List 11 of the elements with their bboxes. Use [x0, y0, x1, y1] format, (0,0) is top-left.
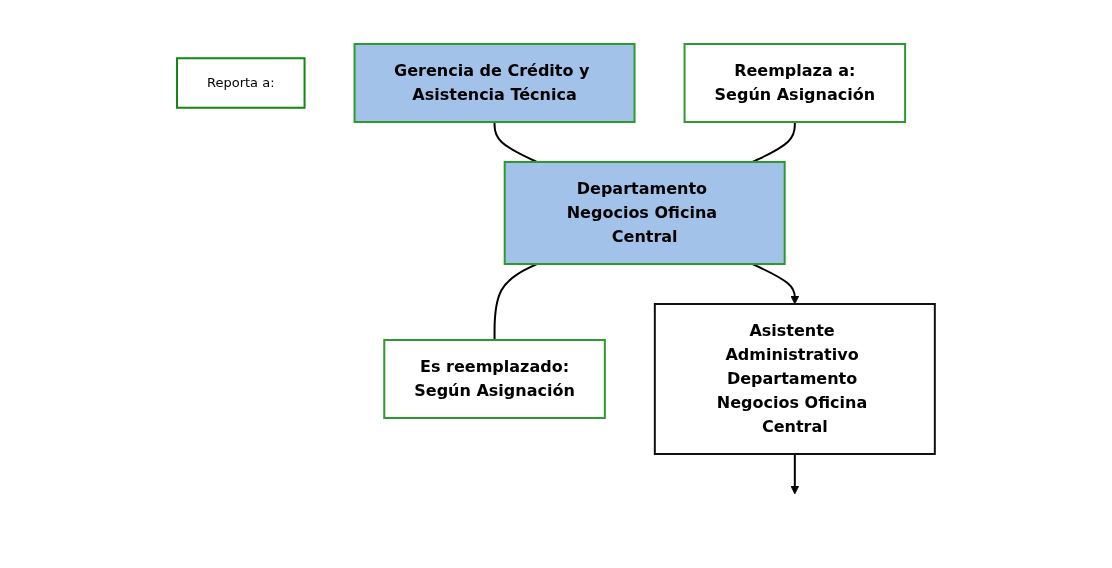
node-box: Asistente Administrativo Departamento Negocios Oficina Central: [653, 303, 936, 455]
connector: [493, 263, 538, 341]
node-box: Reporta a:: [176, 57, 306, 109]
node-box: Reemplaza a: Según Asignación: [683, 43, 907, 123]
node-box: Es reemplazado: Según Asignación: [383, 339, 606, 419]
arrow: [790, 453, 800, 495]
node-box: Departamento Negocios Oficina Central: [503, 161, 786, 265]
connector: [493, 121, 538, 163]
node-box: Gerencia de Crédito y Asistencia Técnica: [353, 43, 636, 123]
connector: [751, 121, 796, 163]
arrow: [751, 263, 800, 305]
